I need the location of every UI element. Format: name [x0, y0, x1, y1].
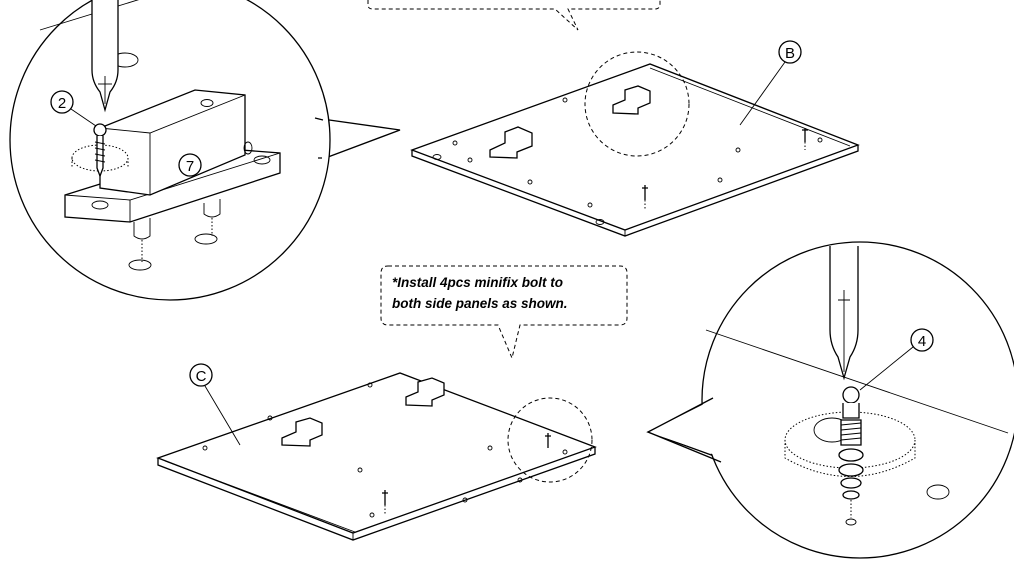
part-number-4-badge	[910, 328, 934, 352]
bracket-block	[99, 89, 246, 196]
panel-b-label: B	[785, 45, 795, 62]
panel-b-label-badge	[778, 40, 802, 64]
screwdriver-tip	[91, 0, 119, 113]
install-note-line-1: *Install 4pcs minifix bolt to	[392, 275, 563, 290]
panel-c-top	[156, 372, 597, 534]
panel-c-bracket-1	[281, 417, 323, 447]
install-note-callout: *Install 4pcs minifix bolt to both side …	[380, 265, 628, 360]
panel-b-focus-circle	[584, 51, 690, 157]
install-note-line-2: both side panels as shown.	[392, 296, 568, 311]
part-number-2: 2	[58, 95, 66, 112]
detail-circle-bracket: 2 7	[9, 0, 401, 301]
detail-circle-bolt: 4	[646, 241, 1014, 559]
panel-b-bracket-1	[489, 126, 533, 159]
panel-c-focus-circle	[507, 397, 593, 483]
part-number-4: 4	[918, 333, 926, 350]
panel-c: C	[156, 363, 597, 541]
panel-b: B	[410, 40, 860, 237]
detail-pointer	[314, 117, 401, 161]
part-number-7: 7	[186, 158, 194, 175]
panel-c-label: C	[196, 368, 207, 385]
panel-c-bracket-2	[405, 377, 445, 407]
minifix-bolt-head	[842, 386, 860, 404]
top-note-callout	[367, 0, 661, 31]
part-number-7-badge	[178, 153, 202, 177]
panel-c-label-badge	[189, 363, 213, 387]
part-number-2-badge	[50, 90, 74, 114]
panel-b-bracket-2	[612, 85, 651, 115]
